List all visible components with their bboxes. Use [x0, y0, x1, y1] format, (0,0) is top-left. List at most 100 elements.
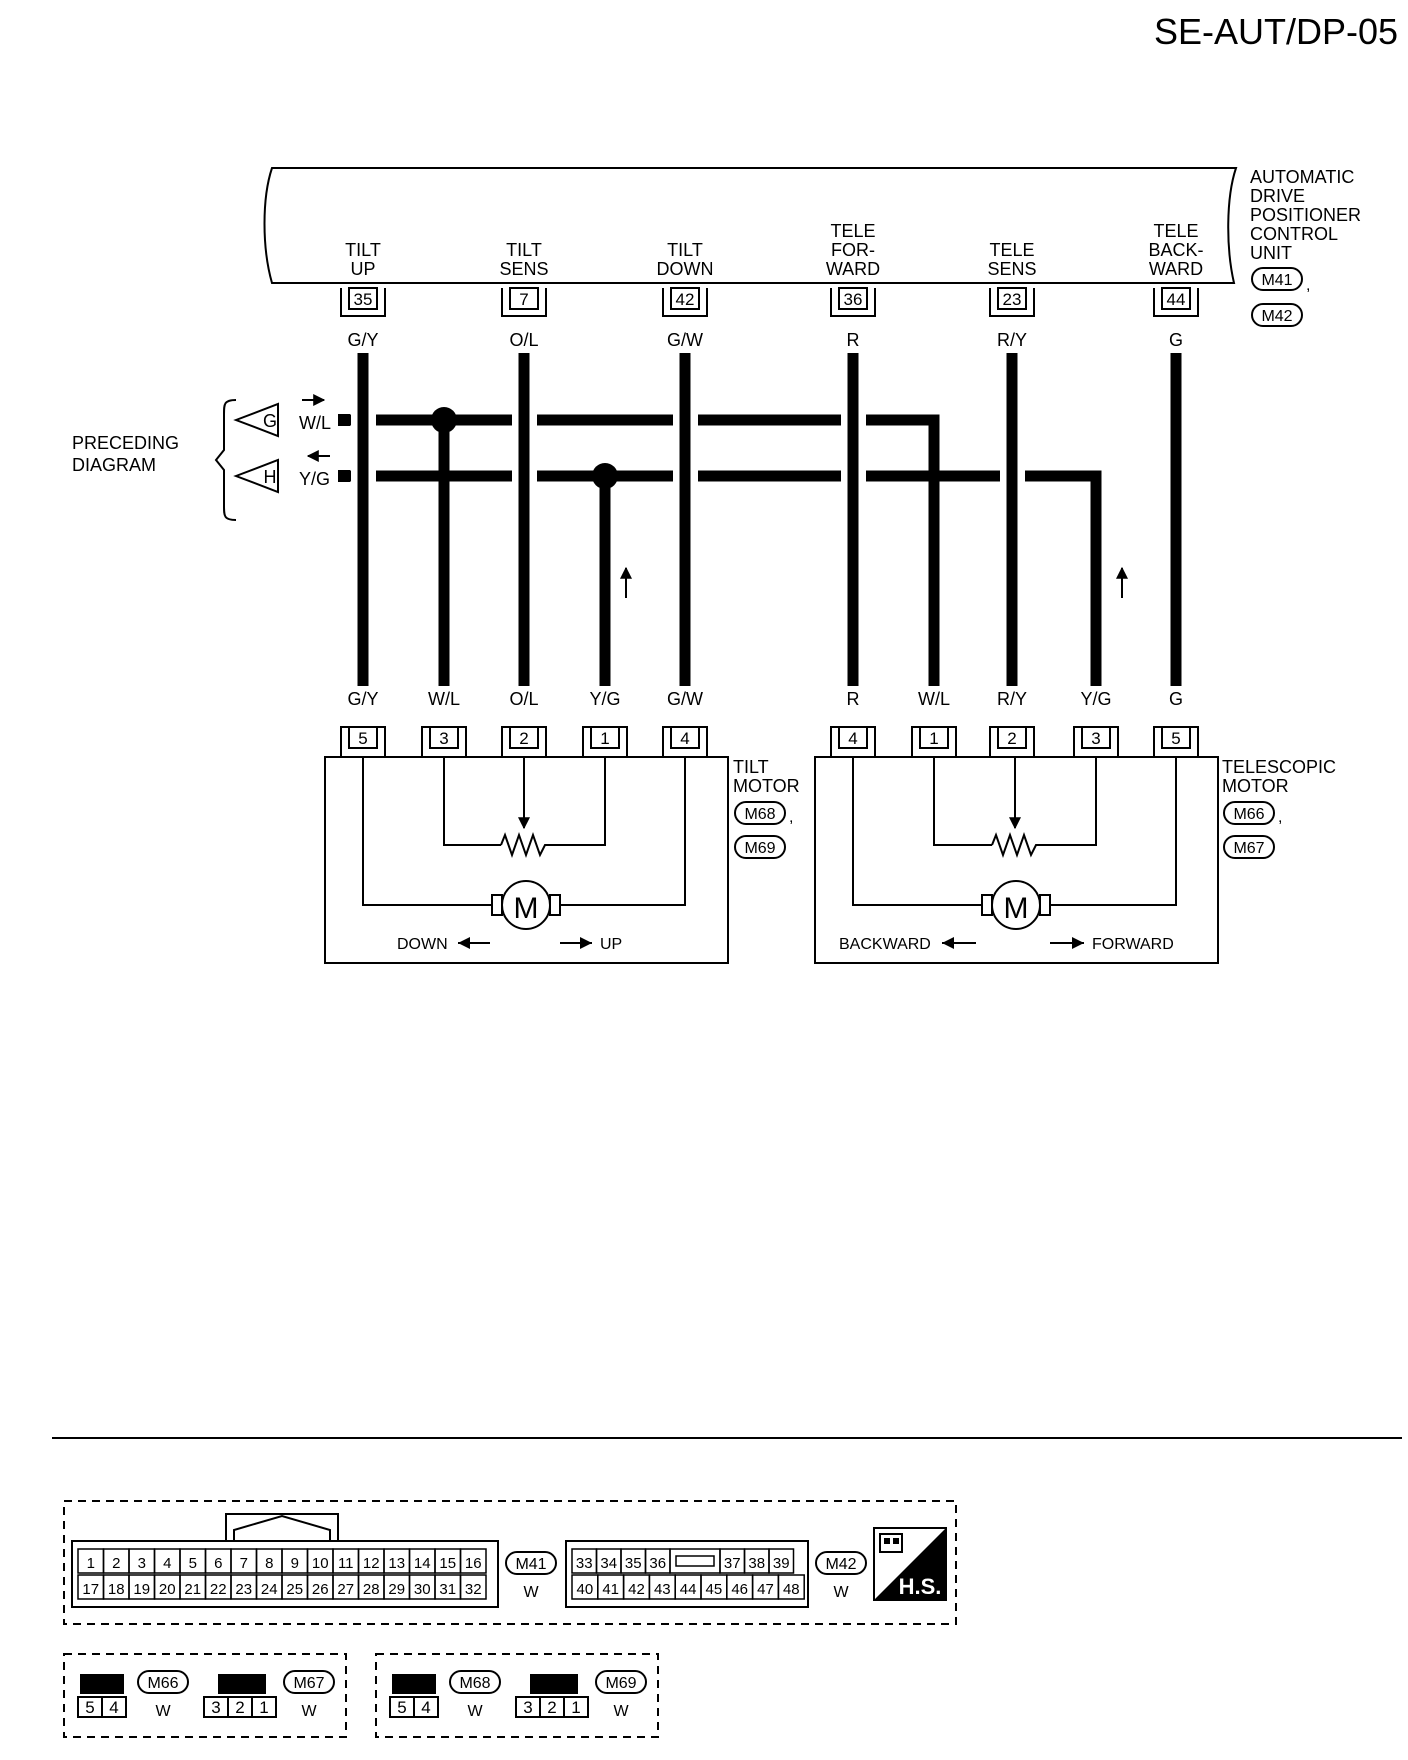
tele-motor-wire-codes: R W/L R/Y Y/G G — [847, 689, 1184, 709]
svg-text:W: W — [523, 1584, 539, 1601]
svg-text:M67: M67 — [293, 1675, 324, 1692]
connector-m68-id: M68 W — [449, 1670, 501, 1720]
svg-text:M: M — [514, 892, 539, 925]
svg-text:FORWARD: FORWARD — [1092, 936, 1174, 953]
svg-text:3: 3 — [1091, 729, 1100, 748]
connector-pin-number: 11 — [338, 1555, 354, 1572]
svg-text:R: R — [847, 330, 860, 350]
svg-text:M68: M68 — [459, 1675, 490, 1692]
ref-g-icon: G W/L — [233, 394, 331, 438]
svg-text:MOTOR: MOTOR — [1222, 776, 1289, 796]
connector-group-m66-m67 — [63, 1653, 347, 1738]
bus-wl-terminal — [338, 414, 350, 426]
unit-terminal-tele-backward: TELE BACK- WARD — [1148, 221, 1203, 279]
svg-text:Y/G: Y/G — [589, 689, 620, 709]
svg-text:7: 7 — [519, 290, 528, 309]
connector-pin-number: 28 — [363, 1581, 380, 1598]
connector-pin-number: 10 — [312, 1555, 329, 1572]
svg-text:UP: UP — [350, 259, 375, 279]
connector-m69-face: 3 2 1 — [515, 1674, 589, 1718]
connector-pin-number: 7 — [240, 1555, 248, 1572]
svg-text:R/Y: R/Y — [997, 330, 1027, 350]
connector-pin-number: 31 — [439, 1581, 456, 1598]
svg-text:W: W — [613, 1703, 629, 1720]
svg-text:2: 2 — [519, 729, 528, 748]
svg-text:M67: M67 — [1233, 840, 1264, 857]
connector-pin-number: 47 — [757, 1581, 774, 1598]
svg-text:MOTOR: MOTOR — [733, 776, 800, 796]
splice-wl — [431, 407, 457, 433]
unit-terminal-tilt-sens: TILT SENS — [499, 240, 548, 279]
connector-pin-number: 25 — [286, 1581, 303, 1598]
svg-text:5: 5 — [85, 1698, 94, 1717]
svg-text:G/Y: G/Y — [347, 689, 378, 709]
svg-text:G/W: G/W — [667, 330, 703, 350]
svg-text:36: 36 — [844, 290, 863, 309]
connector-m41-id: M41 W — [505, 1551, 557, 1601]
unit-pin-42: 42 — [662, 287, 708, 317]
connector-pin-number: 4 — [163, 1555, 171, 1572]
page-code: SE-AUT/DP-05 — [1154, 11, 1398, 52]
svg-text:DOWN: DOWN — [657, 259, 714, 279]
svg-text:3: 3 — [211, 1698, 220, 1717]
svg-text:W: W — [155, 1703, 171, 1720]
connector-pin-number: 12 — [363, 1555, 380, 1572]
svg-text:R: R — [847, 689, 860, 709]
svg-text:R/Y: R/Y — [997, 689, 1027, 709]
connector-pin-number: 3 — [138, 1555, 146, 1572]
bus-yg — [340, 470, 1102, 686]
connector-pin-number: 29 — [388, 1581, 405, 1598]
connector-pin-number: 8 — [265, 1555, 273, 1572]
connector-pin-number: 14 — [414, 1555, 431, 1572]
connector-pin-number: 45 — [706, 1581, 723, 1598]
svg-text:1: 1 — [600, 729, 609, 748]
svg-text:,: , — [1306, 277, 1310, 294]
svg-text:3: 3 — [439, 729, 448, 748]
svg-text:AUTOMATIC: AUTOMATIC — [1250, 167, 1354, 187]
connector-pin-number: 23 — [235, 1581, 252, 1598]
svg-text:,: , — [1278, 809, 1282, 826]
connector-m67-face: 3 2 1 — [203, 1674, 277, 1718]
tele-motor-box: M BACKWARD FORWARD — [814, 756, 1219, 964]
svg-text:4: 4 — [680, 729, 689, 748]
svg-text:W: W — [833, 1584, 849, 1601]
tilt-motor-wire-codes: G/Y W/L O/L Y/G G/W — [347, 689, 703, 709]
connector-pin-number: 18 — [108, 1581, 125, 1598]
svg-text:44: 44 — [1167, 290, 1186, 309]
svg-text:2: 2 — [547, 1698, 556, 1717]
connector-pin-number: 37 — [724, 1555, 741, 1572]
svg-text:UNIT: UNIT — [1250, 243, 1292, 263]
svg-text:35: 35 — [354, 290, 373, 309]
svg-text:Y/G: Y/G — [1080, 689, 1111, 709]
connector-m42-id: M42 W — [815, 1551, 867, 1601]
connector-pin-number: 41 — [602, 1581, 619, 1598]
connector-pin-number: 43 — [654, 1581, 671, 1598]
svg-text:TILT: TILT — [733, 757, 769, 777]
svg-text:H: H — [264, 467, 277, 487]
connector-pin-number: 5 — [189, 1555, 197, 1572]
svg-text:CONTROL: CONTROL — [1250, 224, 1338, 244]
svg-text:2: 2 — [1007, 729, 1016, 748]
svg-text:4: 4 — [109, 1698, 118, 1717]
connector-pin-cell — [768, 1548, 795, 1574]
control-unit-name: AUTOMATIC DRIVE POSITIONER CONTROL UNIT — [1250, 167, 1361, 263]
unit-pin-35: 35 — [340, 287, 386, 317]
control-unit-connector-ids: M41 , M42 — [1251, 267, 1310, 327]
connector-pin-cell — [459, 1548, 487, 1574]
svg-text:M68: M68 — [744, 806, 775, 823]
svg-text:TELESCOPIC: TELESCOPIC — [1222, 757, 1336, 777]
svg-text:5: 5 — [397, 1698, 406, 1717]
connector-group-m68-m69 — [375, 1653, 659, 1738]
potentiometer-icon — [991, 831, 1040, 859]
svg-text:M69: M69 — [744, 840, 775, 857]
svg-text:,: , — [789, 809, 793, 826]
connector-pin-number: 32 — [465, 1581, 482, 1598]
tilt-motor-pins — [340, 726, 708, 757]
motor-icon — [991, 880, 1041, 930]
svg-text:1: 1 — [929, 729, 938, 748]
svg-text:W/L: W/L — [299, 413, 331, 433]
control-unit-outline — [263, 167, 1238, 284]
connector-pin-number: 38 — [748, 1555, 765, 1572]
splice-yg — [592, 463, 618, 489]
